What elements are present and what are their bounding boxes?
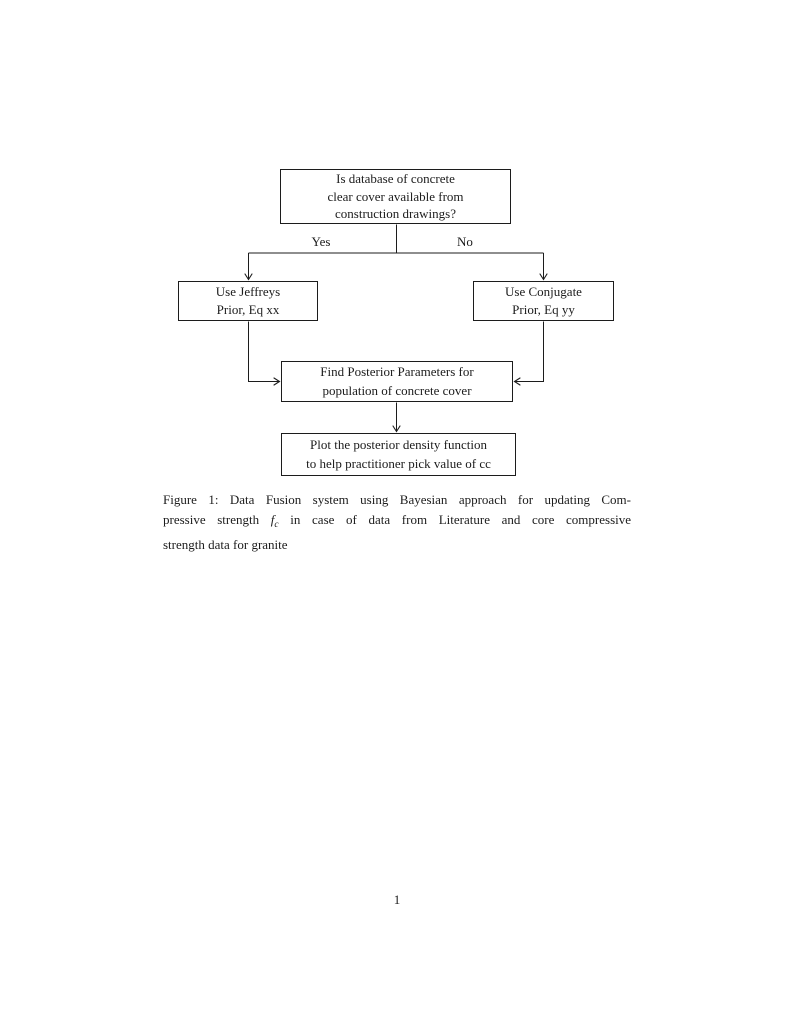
figure-caption-line2-pre: pressive strength [163,511,260,527]
posterior-parameters-box-line: population of concrete cover [322,382,472,398]
jeffreys-prior-box-line: Prior, Eq xx [216,302,280,317]
connector-left-to-posterior [248,321,281,386]
plot-density-box-line: to help practitioner pick value of cc [306,455,491,471]
jeffreys-prior-box-line: Use Jeffreys [215,284,281,299]
page-number: 1 [393,892,401,907]
conjugate-prior-box-line: Use Conjugate [505,284,582,299]
conjugate-prior-box: Use Conjugate Prior, Eq yy [473,281,614,321]
connector-right-to-posterior [513,321,544,386]
jeffreys-prior-box: Use Jeffreys Prior, Eq xx [178,281,318,321]
figure-caption-line2-post: in case of data from Literature and core… [290,511,632,527]
math-fc-symbol: fc [270,511,279,530]
figure-caption: Figure 1: Data Fusion system using Bayes… [163,490,631,555]
plot-density-box: Plot the posterior density function to h… [281,433,516,476]
decision-box-line: clear cover available from [327,188,464,204]
posterior-parameters-box-line: Find Posterior Parameters for [320,364,474,379]
no-branch-label: No [457,234,473,249]
conjugate-prior-box-line: Prior, Eq yy [512,302,575,317]
figure-caption-line2: pressive strength fc in case of data fro… [163,510,631,536]
plot-density-box-line: Plot the posterior density function [310,437,487,452]
decision-box-line: Is database of concrete [336,171,455,187]
posterior-parameters-box: Find Posterior Parameters for population… [281,361,513,402]
figure-caption-line1: Figure 1: Data Fusion system using Bayes… [163,492,631,507]
decision-box: Is database of concrete clear cover avai… [280,169,511,224]
figure-caption-line3: strength data for granite [163,537,288,552]
decision-box-line: construction drawings? [335,206,456,222]
yes-branch-label: Yes [311,234,331,249]
